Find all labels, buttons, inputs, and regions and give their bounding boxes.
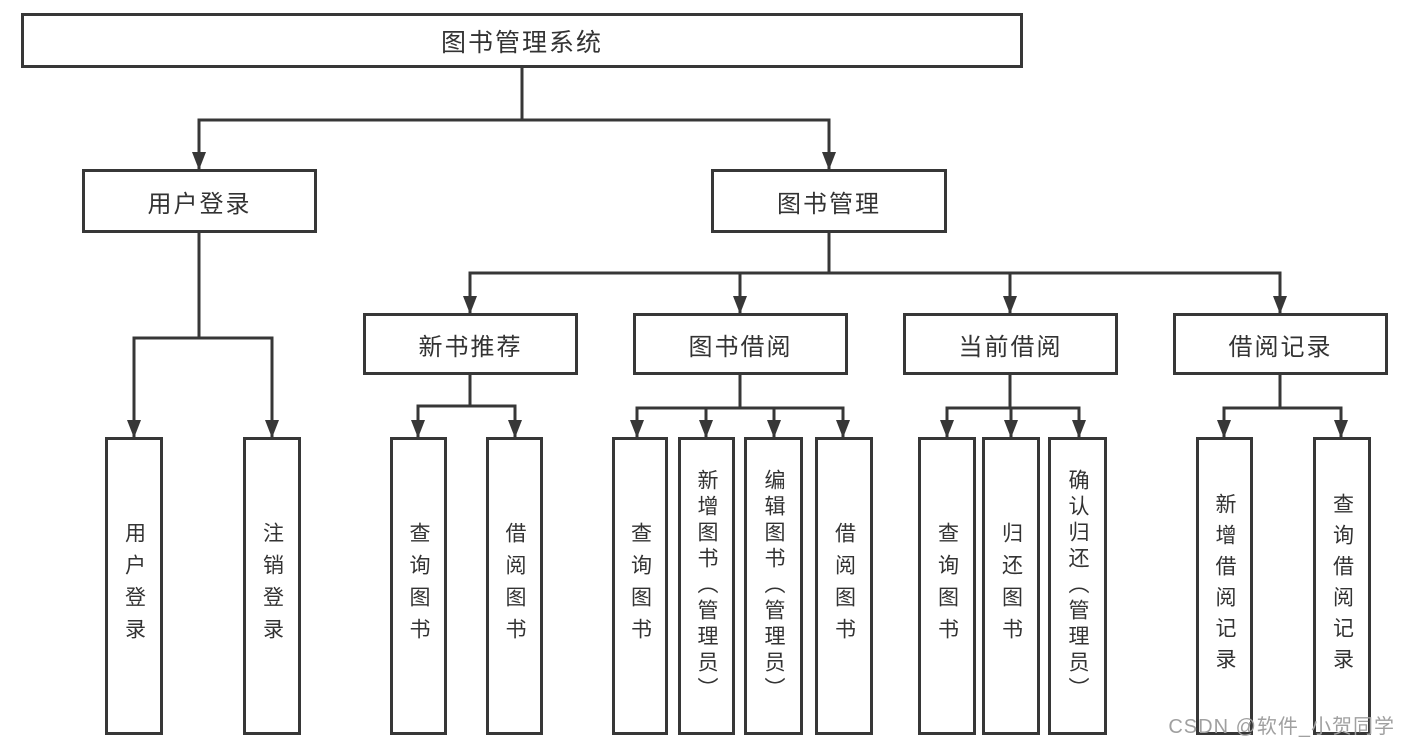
node-new-book-recommend-label: 新书推荐 (418, 333, 523, 361)
leaf-confirm-return-admin: 确认归还（管理员） (1048, 437, 1107, 735)
leaf-query-book-current-label: 查询图书 (935, 522, 959, 650)
leaf-add-book-admin-label: 新增图书（管理员） (695, 469, 718, 703)
node-book-borrow-label: 图书借阅 (688, 333, 793, 361)
leaf-query-book-recommend: 查询图书 (390, 437, 447, 735)
leaf-return-book: 归还图书 (982, 437, 1040, 735)
leaf-logout-label: 注销登录 (260, 522, 284, 650)
node-current-borrow-label: 当前借阅 (958, 333, 1063, 361)
leaf-add-book-admin: 新增图书（管理员） (678, 437, 735, 735)
leaf-edit-book-admin-label: 编辑图书（管理员） (762, 469, 785, 703)
node-root-label: 图书管理系统 (440, 28, 603, 57)
leaf-edit-book-admin: 编辑图书（管理员） (744, 437, 803, 735)
leaf-borrow-book: 借阅图书 (815, 437, 873, 735)
node-book-management-label: 图书管理 (777, 190, 881, 218)
leaf-query-book-borrow-label: 查询图书 (628, 522, 652, 650)
leaf-borrow-book-label: 借阅图书 (832, 522, 856, 650)
node-borrow-records: 借阅记录 (1173, 313, 1388, 375)
leaf-query-book-recommend-label: 查询图书 (407, 522, 430, 650)
leaf-logout: 注销登录 (243, 437, 301, 735)
leaf-return-book-label: 归还图书 (999, 522, 1023, 650)
leaf-query-borrow-record: 查询借阅记录 (1313, 437, 1371, 735)
leaf-add-borrow-record-label: 新增借阅记录 (1213, 493, 1236, 679)
watermark-text: CSDN @软件_小贺同学 (1168, 716, 1395, 738)
node-book-management: 图书管理 (711, 169, 947, 233)
node-user-login: 用户登录 (82, 169, 317, 233)
node-current-borrow: 当前借阅 (903, 313, 1118, 375)
leaf-user-login: 用户登录 (105, 437, 163, 735)
leaf-borrow-book-recommend: 借阅图书 (486, 437, 543, 735)
leaf-query-borrow-record-label: 查询借阅记录 (1330, 493, 1354, 679)
node-borrow-records-label: 借阅记录 (1228, 333, 1333, 361)
leaf-add-borrow-record: 新增借阅记录 (1196, 437, 1253, 735)
node-book-borrow: 图书借阅 (633, 313, 848, 375)
node-root: 图书管理系统 (21, 13, 1023, 68)
leaf-query-book-borrow: 查询图书 (612, 437, 668, 735)
node-user-login-label: 用户登录 (147, 190, 252, 218)
leaf-query-book-current: 查询图书 (918, 437, 976, 735)
leaf-borrow-book-recommend-label: 借阅图书 (503, 522, 526, 650)
leaf-confirm-return-admin-label: 确认归还（管理员） (1066, 469, 1089, 703)
leaf-user-login-label: 用户登录 (122, 522, 146, 650)
node-new-book-recommend: 新书推荐 (363, 313, 578, 375)
